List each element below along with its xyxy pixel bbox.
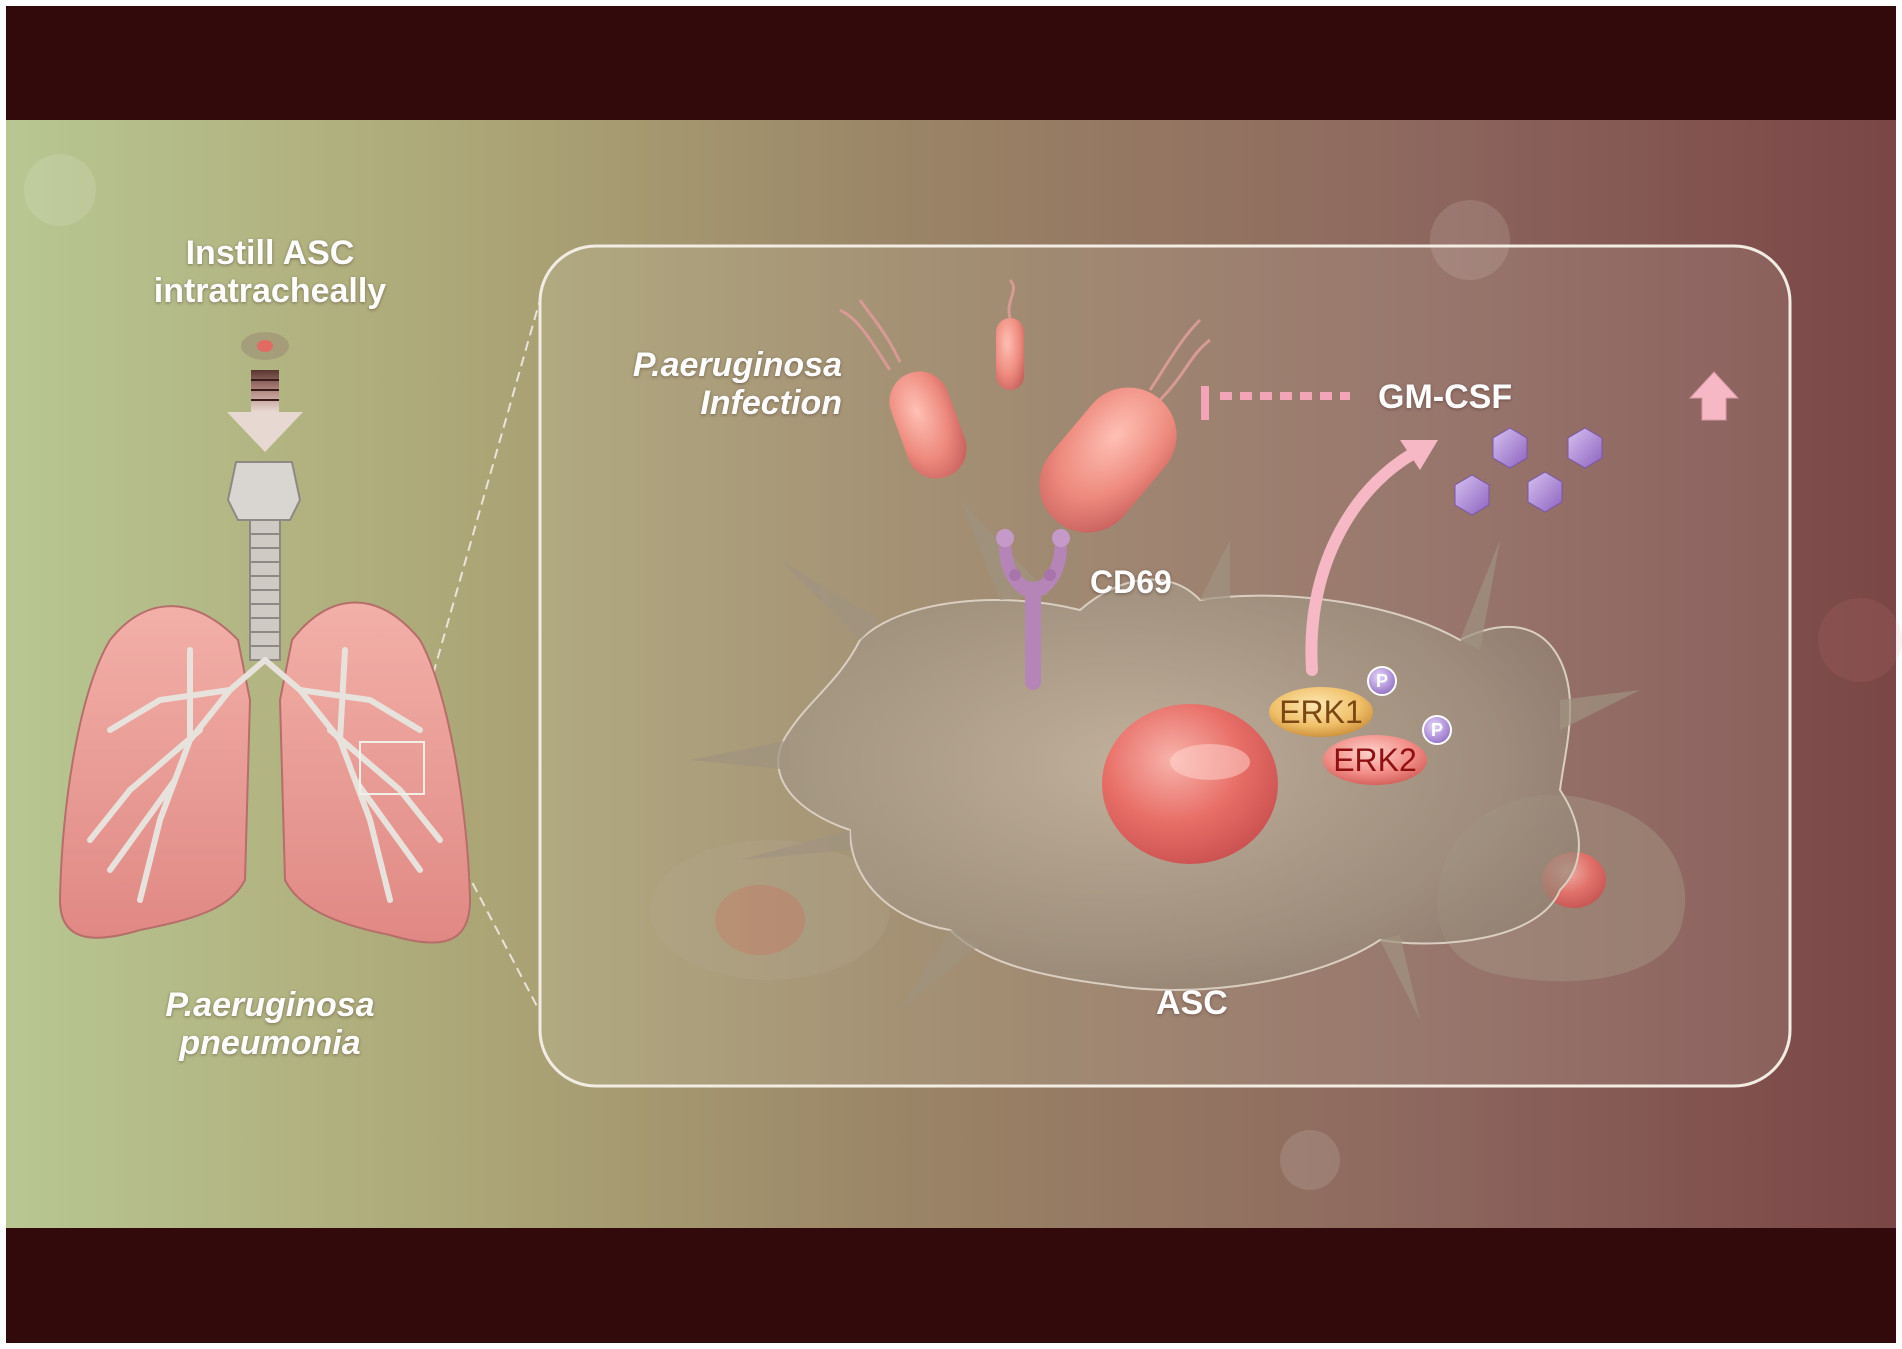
instill-asc-text: Instill ASC intratracheally — [140, 234, 400, 310]
gmcsf-label: GM-CSF — [1378, 378, 1513, 416]
phospho-icon-erk1 — [1367, 666, 1397, 696]
erk2-label: ERK2 — [1333, 742, 1417, 778]
inhibition-bar-icon — [1201, 386, 1350, 420]
zoom-line-top — [419, 299, 541, 721]
background-asc-cells — [650, 840, 890, 980]
cd69-label: CD69 — [1090, 564, 1172, 600]
bottom-dark-band — [6, 1228, 1896, 1343]
pneumonia-label: P.aeruginosa pneumonia — [130, 986, 410, 1062]
cd69-receptor — [996, 529, 1070, 690]
gmcsf-molecules — [1454, 427, 1603, 516]
bacterium-small — [996, 278, 1024, 390]
pseudomonas-bacteria — [839, 278, 1211, 533]
top-dark-band — [6, 6, 1896, 120]
zoom-region-box — [359, 741, 425, 795]
right-lung — [278, 601, 472, 944]
phospho-icon-erk2 — [1422, 715, 1452, 745]
pneumonia-label-text: P.aeruginosa pneumonia — [165, 986, 375, 1062]
phospho-label-erk1: P — [1375, 671, 1388, 691]
bronchial-tree — [87, 647, 443, 903]
lungs-illustration — [58, 601, 472, 944]
instilled-asc-cell-icon — [241, 332, 289, 360]
erk2-protein — [1323, 735, 1427, 785]
secretion-arrow-icon — [1305, 440, 1438, 676]
phospho-label-erk2: P — [1430, 720, 1443, 740]
asc-label: ASC — [1156, 984, 1228, 1022]
bacterium-left — [839, 299, 967, 479]
instill-asc-label-text: Instill ASC intratracheally — [153, 234, 387, 310]
infection-label-text: P.aeruginosa Infection — [632, 346, 842, 422]
instill-down-arrow-icon — [227, 370, 303, 452]
asc-nucleus — [1102, 704, 1278, 864]
background-bokeh — [24, 154, 1902, 1190]
bacterium-large — [1039, 318, 1211, 533]
erk1-label: ERK1 — [1279, 694, 1363, 730]
infection-label: P.aeruginosa Infection — [560, 346, 842, 422]
trachea — [226, 461, 302, 661]
up-arrow-icon — [1688, 371, 1740, 421]
instill-asc-label: Instill ASC intratracheally — [140, 234, 400, 310]
erk1-protein — [1269, 687, 1373, 737]
